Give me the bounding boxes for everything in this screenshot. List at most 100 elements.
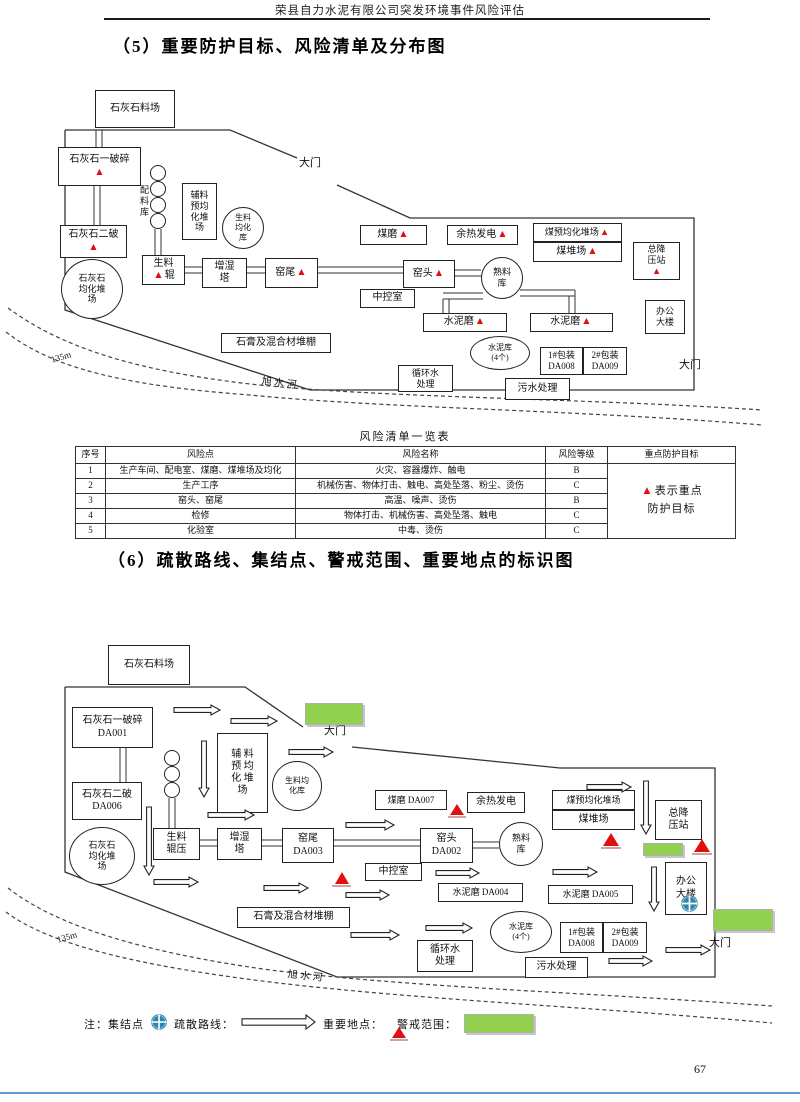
- risk-cell: 化验室: [105, 523, 296, 539]
- coal-mill: 煤磨▲: [360, 225, 427, 245]
- raw-material-homogenization-silo: 生料均化库: [222, 207, 264, 249]
- coal-mill: 煤磨 DA007: [375, 790, 447, 810]
- important-location-marker: ▲: [94, 166, 105, 178]
- marker-shadow: [601, 847, 621, 849]
- limestone-homogenization-yard: 石灰石均化堆场: [69, 827, 135, 885]
- evacuation-route-arrow-icon: [241, 1013, 316, 1033]
- risk-cell: 物体打击、机械伤害、高处坠落、触电: [295, 508, 546, 524]
- risk-cell: B: [545, 493, 608, 509]
- evacuation-route-arrow: [230, 714, 279, 732]
- gypsum-mixed-shed: 石膏及混合材堆棚: [237, 907, 350, 928]
- important-location-marker: ▲: [398, 228, 409, 240]
- risk-cell: 检修: [105, 508, 296, 524]
- coal-yard: 煤堆场: [552, 810, 635, 830]
- risk-table-header-1: 风险点: [105, 446, 296, 464]
- section-6-title: （6）疏散路线、集结点、警戒范围、重要地点的标识图: [108, 551, 575, 570]
- cement-silos: 水泥库(4个): [470, 336, 530, 370]
- risk-table-caption: 风险清单一览表: [359, 431, 451, 443]
- raw-material-roller: 生料▲辊: [142, 255, 185, 285]
- risk-cell: C: [545, 523, 608, 539]
- clinker-silo: 熟料库: [481, 257, 523, 299]
- clinker-silo: 熟料库: [499, 822, 543, 866]
- section-5-title: （5）重要防护目标、风险清单及分布图: [113, 37, 447, 56]
- aux-material-pre-homogenization-yard: 辅料预均化堆场: [182, 183, 217, 240]
- central-control-room: 中控室: [365, 863, 422, 881]
- legend-assembly-label: 注：集结点: [84, 1018, 144, 1031]
- map-legend: 注：集结点 疏散路线： 重要地点： 警戒范围：: [84, 1013, 534, 1041]
- cement-silos: 水泥库(4个): [490, 911, 552, 953]
- page-number: 67: [694, 1062, 706, 1076]
- important-location-marker: ▲: [153, 270, 164, 281]
- evacuation-route-arrow: [345, 818, 396, 836]
- risk-cell: 生产车间、配电室、煤磨、煤堆场及均化: [105, 463, 296, 479]
- assembly-point-office: [681, 895, 698, 912]
- important-marker-coal-mill: [448, 801, 466, 818]
- risk-table-header-2: 风险名称: [295, 446, 546, 464]
- waste-heat-power: 余热发电▲: [447, 225, 518, 245]
- legend-important-label: 重要地点：: [323, 1018, 383, 1031]
- warning-range-icon: [464, 1014, 534, 1033]
- kiln-tail: 窑尾▲: [265, 258, 318, 288]
- plant-boundary-and-river-lines: [5, 129, 763, 426]
- legend-warning-label: 警戒范围：: [397, 1018, 457, 1031]
- evacuation-route-arrow: [435, 866, 481, 884]
- batching-silo-2: [164, 766, 180, 782]
- risk-table-header-4: 重点防护目标: [607, 446, 736, 464]
- limestone-crusher-1: 石灰石一破碎▲: [58, 147, 141, 186]
- marker-shadow: [448, 816, 466, 818]
- document-header: 荣县自力水泥有限公司突发环境事件风险评估: [275, 5, 525, 17]
- evacuation-route-arrow: [288, 745, 335, 763]
- risk-cell: 1: [75, 463, 106, 479]
- key-protection-note: ▲表示重点防护目标: [607, 463, 736, 539]
- risk-table-header-0: 序号: [75, 446, 106, 464]
- important-marker-step-down: [692, 836, 712, 855]
- batching-silo-1: [150, 165, 166, 181]
- evacuation-route-arrow: [552, 865, 599, 883]
- risk-cell: C: [545, 508, 608, 524]
- batching-silo-1: [164, 750, 180, 766]
- coal-pre-homogenization-yard: 煤预均化堆场: [552, 790, 635, 810]
- assembly-point-icon: [151, 1014, 167, 1033]
- evacuation-route-arrow: [345, 888, 391, 906]
- risk-cell: B: [545, 463, 608, 479]
- limestone-homogenization-yard: 石灰石均化堆场: [61, 259, 123, 319]
- marker-shadow: [332, 885, 351, 887]
- risk-cell: 中毒、烫伤: [295, 523, 546, 539]
- office-building: 办公大楼: [665, 862, 707, 915]
- evacuation-route-arrow: [263, 881, 310, 899]
- waste-heat-power: 余热发电: [467, 792, 525, 813]
- important-location-marker: ▲: [296, 266, 307, 278]
- risk-cell: 2: [75, 478, 106, 494]
- important-location-marker: ▲: [651, 267, 662, 278]
- risk-cell: 机械伤害、物体打击、触电、高处坠落、粉尘、烫伤: [295, 478, 546, 494]
- gate-top-label: 大门: [299, 157, 321, 170]
- risk-cell: 3: [75, 493, 106, 509]
- office-building: 办公大楼: [645, 300, 685, 334]
- risk-cell: 生产工序: [105, 478, 296, 494]
- important-location-marker: ▲: [497, 228, 508, 240]
- marker-shadow: [692, 853, 712, 855]
- important-location-marker: ▲: [599, 227, 610, 238]
- cement-mill-2: 水泥磨▲: [530, 313, 613, 332]
- important-location-marker: ▲: [88, 241, 99, 253]
- raw-material-homogenization-silo: 生料均化库: [272, 761, 322, 811]
- legend-route-label: 疏散路线：: [174, 1018, 234, 1031]
- limestone-yard: 石灰石料场: [95, 90, 175, 128]
- important-marker-kiln-tail: [332, 869, 351, 887]
- risk-cell: 窑头、窑尾: [105, 493, 296, 509]
- plant-boundary-and-river-lines: [5, 686, 773, 1024]
- marker-shadow: [390, 1038, 408, 1041]
- warning-zone-gate-bottom: [713, 909, 773, 931]
- humidification-tower: 增湿塔: [217, 828, 262, 860]
